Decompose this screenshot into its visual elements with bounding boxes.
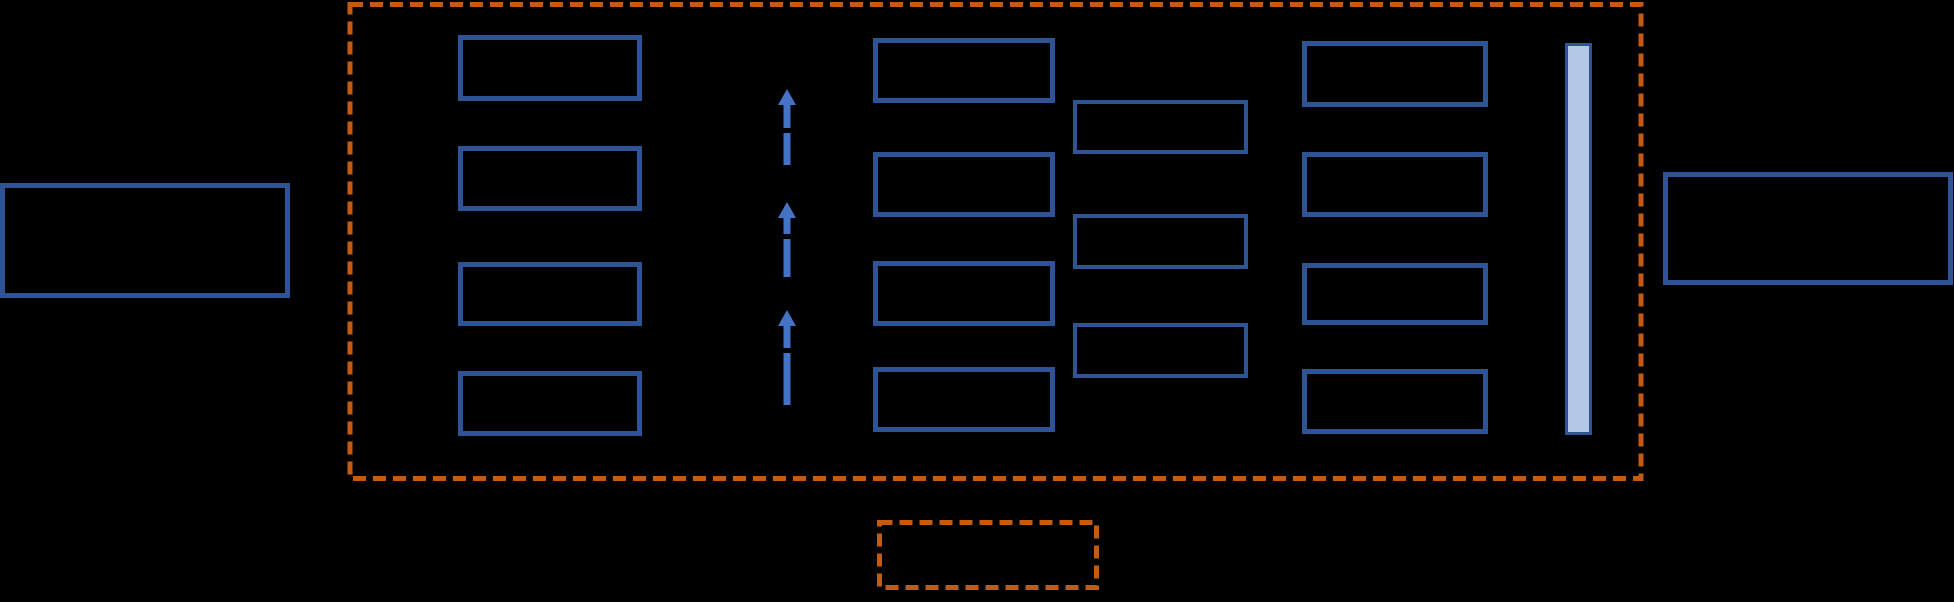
- column2-box-4: [873, 367, 1055, 432]
- column1-box-1: [458, 35, 642, 101]
- column2-box-1: [873, 38, 1055, 103]
- dashed-up-arrows: [778, 89, 796, 405]
- up-arrow-icon: [778, 310, 796, 405]
- column1-box-2: [458, 146, 642, 211]
- up-arrow-icon: [778, 89, 796, 165]
- column-3: [1302, 41, 1488, 434]
- column3-box-3: [1302, 263, 1488, 325]
- offset-box-3: [1073, 323, 1248, 378]
- column-2: [873, 38, 1055, 432]
- column-1: [458, 35, 642, 436]
- bottom-dashed-box: [877, 520, 1099, 590]
- right-external-box: [1663, 172, 1953, 285]
- left-external-box: [0, 183, 290, 298]
- column3-box-4: [1302, 369, 1488, 434]
- outer-dashed-group: [347, 2, 1644, 481]
- column2-box-2: [873, 152, 1055, 217]
- column3-box-1: [1302, 41, 1488, 107]
- up-arrow-icon: [778, 202, 796, 277]
- offset-column: [1073, 100, 1248, 378]
- column1-box-4: [458, 371, 642, 436]
- vertical-bar: [1565, 43, 1592, 435]
- column3-box-2: [1302, 152, 1488, 217]
- offset-box-1: [1073, 100, 1248, 154]
- column2-box-3: [873, 261, 1055, 326]
- offset-box-2: [1073, 214, 1248, 269]
- column1-box-3: [458, 262, 642, 326]
